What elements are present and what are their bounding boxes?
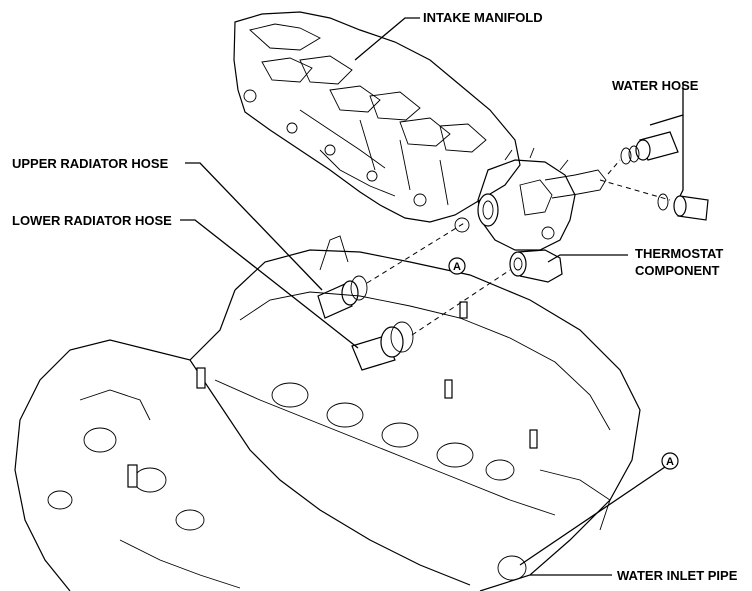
callout-a-upper: A (448, 257, 466, 275)
alignment-dashed-lines (366, 159, 671, 336)
svg-text:A: A (453, 261, 461, 273)
water-hose-drawing (620, 131, 709, 221)
thermostat-label-line2: COMPONENT (635, 263, 720, 278)
lower-radiator-hose-drawing (351, 321, 414, 371)
intake-manifold-label: INTAKE MANIFOLD (423, 10, 543, 25)
svg-text:A: A (666, 456, 674, 468)
thermostat-label-line1: THERMOSTAT (635, 246, 723, 261)
upper-radiator-hose-drawing (317, 275, 368, 319)
callout-a-lower: A (661, 452, 679, 470)
thermostat-component-drawing (509, 249, 563, 283)
leader-lines (180, 17, 684, 576)
upper-radiator-hose-label: UPPER RADIATOR HOSE (12, 156, 169, 171)
engine-block-drawing (14, 235, 641, 591)
thermostat-housing-drawing (477, 147, 607, 251)
intake-manifold-drawing (233, 11, 521, 233)
water-inlet-pipe-label: WATER INLET PIPE (617, 568, 738, 583)
lower-radiator-hose-label: LOWER RADIATOR HOSE (12, 213, 172, 228)
water-hose-label: WATER HOSE (612, 78, 699, 93)
